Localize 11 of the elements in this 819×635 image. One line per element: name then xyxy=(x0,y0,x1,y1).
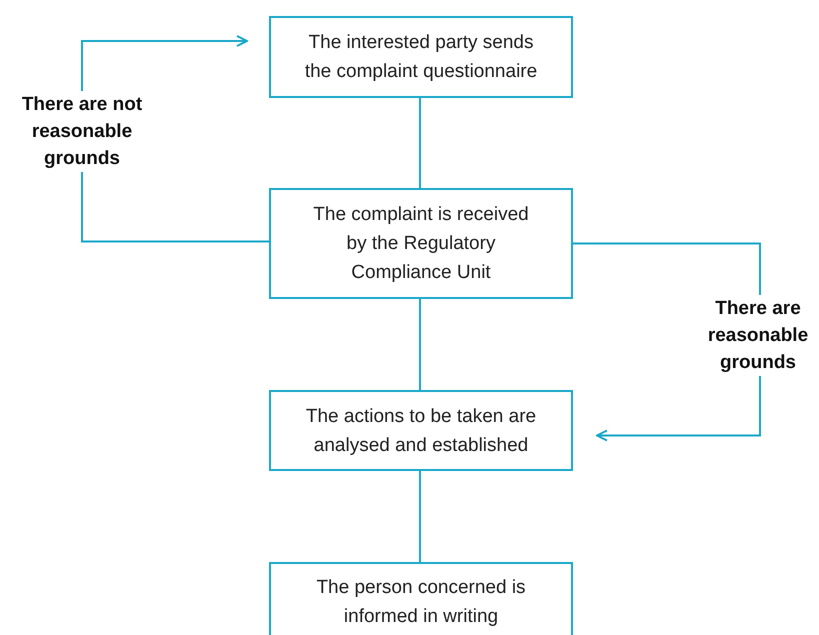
box-text: The actions to be taken are analysed and established xyxy=(304,404,538,458)
connector-line xyxy=(419,98,421,188)
process-box xyxy=(269,390,573,471)
process-box xyxy=(269,16,573,98)
process-box xyxy=(269,188,573,299)
box-text: The interested party sends the complaint questionnaire xyxy=(304,31,538,84)
connector-line xyxy=(419,299,421,390)
connector-line xyxy=(419,471,421,562)
process-box xyxy=(269,562,573,635)
box-text: The person concerned is informed in writing xyxy=(315,576,527,629)
box-text: The complaint is received by the Regulatory Compliance Unit xyxy=(312,203,530,285)
